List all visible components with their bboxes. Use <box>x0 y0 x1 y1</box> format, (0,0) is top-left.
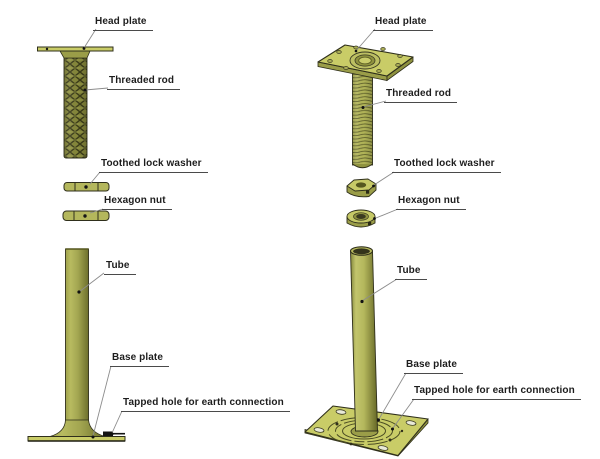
leader-hexagon-nut-right <box>375 208 399 219</box>
leader-hexagon-nut-left <box>89 208 104 214</box>
leader-threaded-rod-right <box>362 100 387 108</box>
leader-toothed-lock-washer-right <box>373 171 395 186</box>
head-plate-iso <box>317 44 414 82</box>
base-plate-side <box>27 436 126 442</box>
base-plate-slots <box>313 409 417 451</box>
label-toothed-lock-washer-left: Toothed lock washer <box>99 158 208 173</box>
leader-head-plate-left <box>83 28 97 49</box>
label-toothed-lock-washer-right: Toothed lock washer <box>392 158 501 173</box>
base-plate-small-holes <box>335 422 404 446</box>
hexagon-nut-iso <box>346 209 376 228</box>
label-base-plate-right: Base plate <box>404 359 464 374</box>
leader-base-plate-left <box>92 365 112 437</box>
leader-lines-side <box>78 28 123 437</box>
leader-toothed-lock-washer-left <box>89 171 101 185</box>
leader-lines-iso <box>354 28 415 429</box>
leader-dots-side <box>77 47 114 439</box>
threaded-rod-iso <box>352 71 373 169</box>
threaded-rod-side <box>63 53 88 159</box>
earth-connection-screw-side <box>103 431 125 436</box>
toothed-lock-washer-side <box>63 182 110 192</box>
leader-tapped-hole-left <box>111 410 123 434</box>
leader-tube-right <box>361 278 398 302</box>
tube-iso <box>349 246 378 432</box>
label-threaded-rod-right: Threaded rod <box>384 88 458 103</box>
hexagon-nut-side <box>62 210 110 221</box>
label-base-plate-left: Base plate <box>110 352 170 367</box>
label-head-plate-right: Head plate <box>373 16 433 31</box>
leader-threaded-rod-left <box>84 87 109 91</box>
label-threaded-rod-left: Threaded rod <box>107 75 181 90</box>
head-plate-bolt-holes <box>327 45 403 73</box>
side-view <box>27 28 126 442</box>
label-tapped-hole-right: Tapped hole for earth connection <box>412 385 581 400</box>
label-head-plate-left: Head plate <box>93 16 153 31</box>
label-tube-right: Tube <box>395 265 427 280</box>
leader-head-plate-right <box>354 28 376 53</box>
leader-tapped-hole-right <box>392 398 415 429</box>
label-tube-left: Tube <box>104 260 136 275</box>
head-plate-hole-dot <box>45 47 49 51</box>
leader-tube-left <box>78 272 105 293</box>
label-hexagon-nut-left: Hexagon nut <box>102 195 172 210</box>
leader-dots-iso <box>354 49 394 431</box>
tube-side <box>49 248 106 437</box>
label-hexagon-nut-right: Hexagon nut <box>396 195 466 210</box>
toothed-lock-washer-iso <box>346 178 377 198</box>
head-plate-side <box>37 46 114 59</box>
leader-base-plate-right <box>378 372 407 420</box>
isometric-view <box>304 28 429 457</box>
label-tapped-hole-left: Tapped hole for earth connection <box>121 397 290 412</box>
